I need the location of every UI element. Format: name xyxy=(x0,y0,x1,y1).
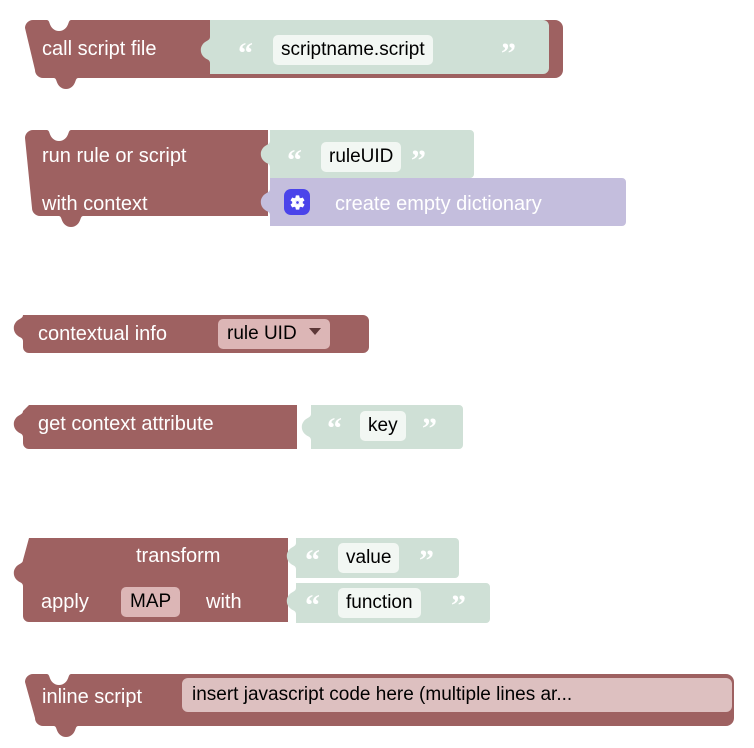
gear-icon[interactable] xyxy=(284,189,310,215)
block-label-contextual-info: contextual info xyxy=(38,323,167,345)
script-filename-field[interactable]: scriptname.script xyxy=(273,35,433,65)
transform-function-dropdown[interactable]: MAP xyxy=(121,587,181,617)
transform-value-field[interactable]: value xyxy=(338,543,400,573)
transform-function-field[interactable]: function xyxy=(338,588,421,618)
inline-script-code-field[interactable]: insert javascript code here (multiple li… xyxy=(182,678,732,712)
contextual-info-dropdown[interactable]: rule UID xyxy=(218,319,330,349)
block-inline-script[interactable]: inline script insert javascript code her… xyxy=(14,662,742,742)
block-label-run-rule-or-script: run rule or script xyxy=(42,145,187,167)
block-label-transform: transform xyxy=(136,545,221,567)
dictionary-block-label: create empty dictionary xyxy=(335,193,542,215)
block-label-inline-script: inline script xyxy=(42,686,143,708)
context-attribute-key-field[interactable]: key xyxy=(360,411,406,441)
block-label-call-script-file: call script file xyxy=(42,38,157,60)
transform-function-dropdown-value: MAP xyxy=(130,591,172,612)
contextual-info-dropdown-value: rule UID xyxy=(227,323,297,344)
chevron-down-icon xyxy=(308,328,321,336)
block-transform-shape[interactable] xyxy=(8,530,508,630)
block-label-get-context-attribute: get context attribute xyxy=(38,413,214,435)
block-call-script-file[interactable]: call script file “ scriptname.script ” xyxy=(14,8,574,89)
block-label-with-context: with context xyxy=(42,193,148,215)
block-label-with: with xyxy=(206,591,242,613)
block-label-apply: apply xyxy=(41,591,89,613)
block-get-context-attribute[interactable]: get context attribute “ key ” xyxy=(8,397,488,457)
block-run-rule-or-script[interactable]: run rule or script “ ruleUID ” with cont… xyxy=(14,118,654,228)
block-transform[interactable]: transform “ value ” apply MAP with “ fun… xyxy=(8,530,508,630)
block-get-context-attribute-shape[interactable] xyxy=(8,397,488,457)
block-contextual-info[interactable]: contextual info rule UID xyxy=(8,307,388,367)
rule-uid-field[interactable]: ruleUID xyxy=(321,142,402,172)
